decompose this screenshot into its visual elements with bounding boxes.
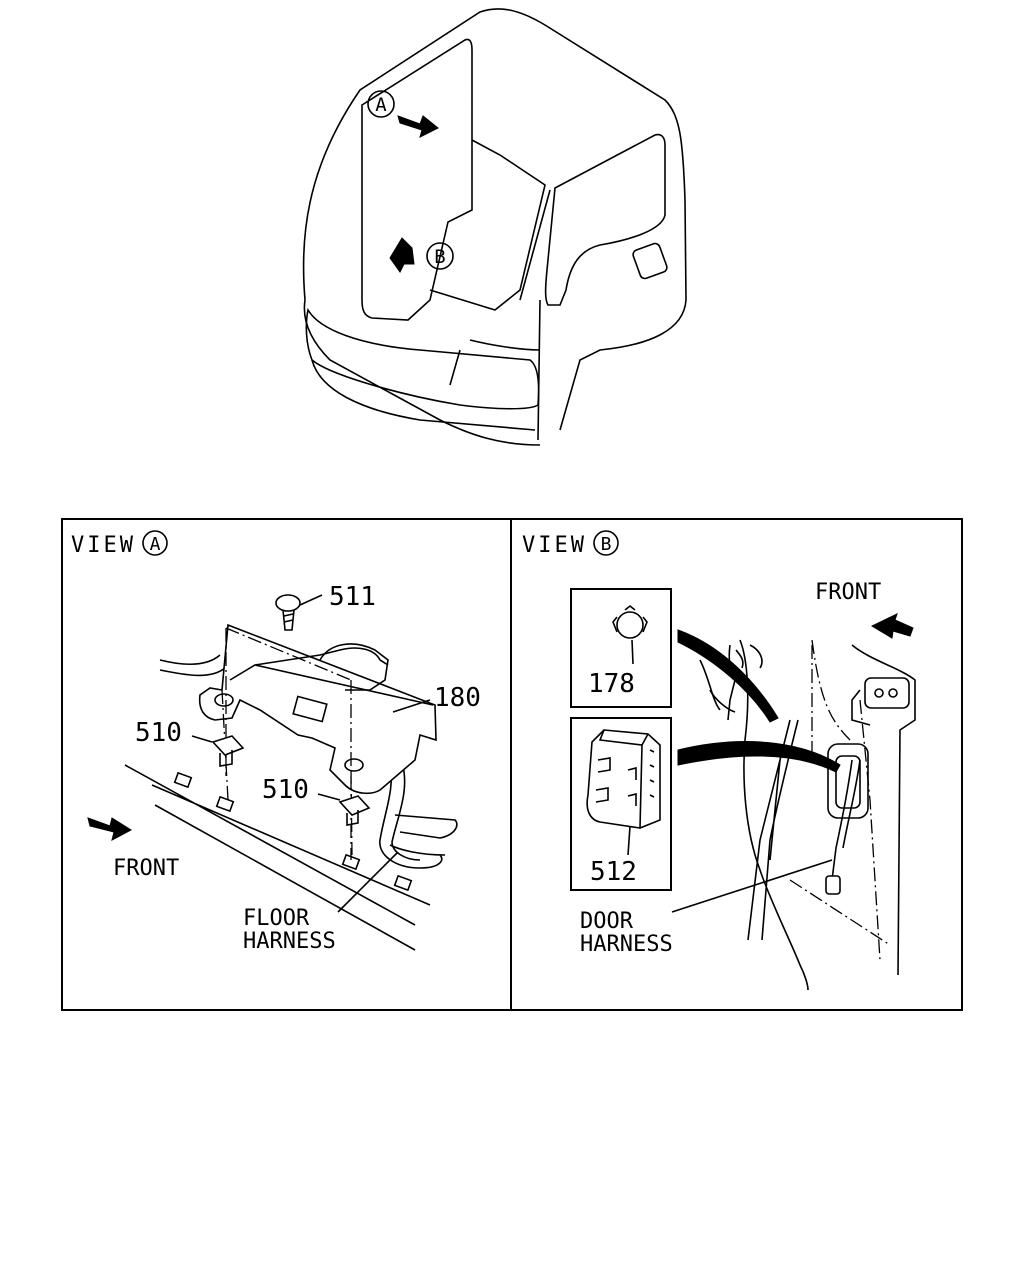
marker-a-label: A [375,94,387,116]
cab-side-window [544,133,666,306]
protector-180-shape [198,623,437,795]
truck-cab-overview: A B [302,8,687,446]
cab-bumper-lower [311,359,536,431]
label-511: 511 [329,582,376,612]
cab-door-line [519,189,551,441]
floor-clip-holes [173,771,413,892]
cab-rear-edge [303,299,541,446]
clip-510-left [211,735,245,767]
leader-511 [299,594,323,606]
view-a-front-label: FRONT [113,856,179,881]
view-b-panel: VIEW B FRONT 178 512 [522,530,916,991]
marker-b-arrow [389,237,415,273]
floor-harness-label-2: HARNESS [243,929,336,954]
floor-harness-bundle [159,654,446,869]
protector-180-hole-right [344,758,364,772]
view-a-marker: A [150,534,161,555]
view-b-title: VIEW [522,533,587,558]
floor-harness-label-1: FLOOR [243,906,310,931]
label-178: 178 [588,669,635,699]
protector-180-top [229,647,434,706]
floor-rails [124,764,431,951]
view-b-front-label: FRONT [815,580,881,605]
label-512: 512 [590,857,637,887]
door-inner-lines [709,644,763,713]
view-b-marker-circle [593,530,619,556]
clip-512 [586,729,661,829]
leader-180 [392,699,431,713]
door-grommet-inner [835,755,861,809]
label-510-left: 510 [135,718,182,748]
grommet-178 [612,604,648,639]
leader-178 [631,639,634,665]
leader-510-left [191,735,213,743]
view-b-marker: B [601,534,612,555]
view-a-panel: VIEW A 511 18 [71,530,481,954]
view-a-guide-lines [221,627,353,860]
marker-b-label: B [434,246,445,268]
clip-510-right [338,795,371,826]
view-a-title: VIEW [71,533,136,558]
view-a-front-arrow [87,817,132,841]
label-180: 180 [434,683,481,713]
callout-swoosh-512 [677,741,841,773]
door-panel-dash [789,639,891,961]
callout-swoosh-178 [677,629,779,723]
protector-180-hole-left [214,693,234,707]
floor-harness-pad [394,814,458,839]
cab-door-handle [632,242,668,280]
marker-b-circle [426,242,454,270]
cab-windshield [361,38,473,321]
leader-512 [627,825,631,856]
screw-511 [275,594,301,631]
label-510-right: 510 [262,775,309,805]
protector-180-tab [292,695,328,723]
view-a-marker-circle [142,530,168,556]
leader-510-right [317,793,341,801]
door-grommet-opening [827,743,869,819]
detail-box-178 [570,588,672,708]
door-panel-outline [699,644,916,976]
cab-windshield-inner [429,139,546,311]
marker-a-circle [367,90,395,118]
protector-180-bump [319,643,389,691]
leader-floor-harness [337,851,399,913]
door-harness-label-2: HARNESS [580,932,673,957]
detail-box-512 [570,717,672,891]
door-connector [851,677,910,726]
cab-outline [302,8,687,431]
door-harness-label-1: DOOR [580,909,634,934]
door-panel-curve [739,639,809,991]
leader-door-harness [671,859,833,913]
view-b-front-arrow [870,613,914,639]
marker-a-arrow [397,115,439,138]
door-harness-connector [825,875,841,895]
cab-step-line [449,339,541,386]
door-harness-wires [747,719,861,941]
